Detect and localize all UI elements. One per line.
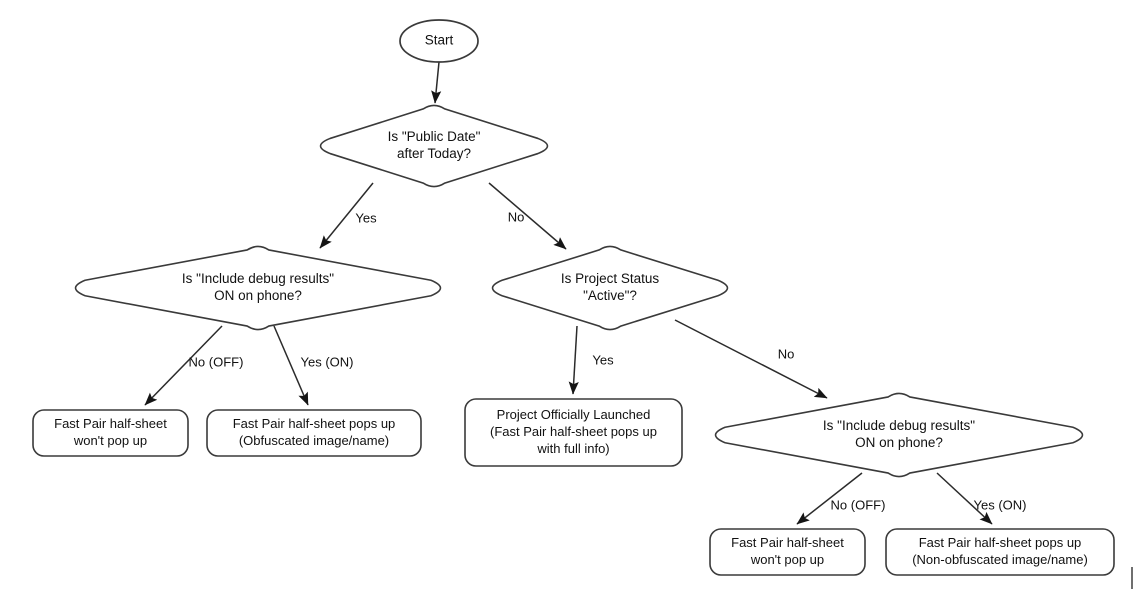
edge-e-start-d1 [431,61,442,104]
decision-diamond-shape [491,245,729,331]
node-text-line: (Fast Pair half-sheet pops up [490,424,657,439]
edge-line [319,182,374,249]
node-text-line: after Today? [397,146,471,161]
node-r2[interactable]: Fast Pair half-sheet pops up (Obfuscated … [206,409,422,457]
edge-label: Yes (ON) [974,497,1027,512]
node-text-line: Fast Pair half-sheet pops up [919,535,1082,550]
edge-label: Yes (ON) [301,354,354,369]
process-box-shape [32,409,189,457]
node-text-line: Project Officially Launched [497,407,651,422]
edge-line [273,325,309,406]
nodes-layer: Start Is "Public Date" after Today? Is "Inc… [32,19,1115,576]
decision-diamond-shape [319,104,549,188]
node-text-line: Is "Include debug results" [182,271,334,286]
node-d3[interactable]: Is Project Status "Active"? [491,245,729,331]
node-text-line: ON on phone? [855,435,943,450]
node-text-line: won't pop up [73,433,147,448]
node-text-line: Fast Pair half-sheet pops up [233,416,396,431]
edge-line [568,325,579,395]
edge-line [144,325,223,406]
node-text-line: with full info) [536,441,609,456]
node-text-line: Start [425,33,454,48]
edge-e-d2-r1: No (OFF) [144,325,244,406]
edge-e-d4-r4: No (OFF) [796,472,886,525]
edge-line [936,472,993,525]
edge-label: No (OFF) [189,354,244,369]
node-text-line: Fast Pair half-sheet [54,416,167,431]
node-text-line: (Obfuscated image/name) [239,433,389,448]
node-d2[interactable]: Is "Include debug results" ON on phone? [74,245,442,331]
process-box-shape [885,528,1115,576]
edge-line [488,182,567,250]
edge-e-d2-r2: Yes (ON) [273,325,354,406]
process-box-shape [464,398,683,467]
edge-label: No [508,209,525,224]
node-r4[interactable]: Fast Pair half-sheet won't pop up [709,528,866,576]
node-text-line: "Active"? [583,288,637,303]
edge-e-d3-r3: Yes [568,325,614,395]
page-edge-marker [1131,567,1133,589]
process-box-shape [709,528,866,576]
node-text-line: won't pop up [750,552,824,567]
edge-line [674,319,828,399]
node-text-line: (Non-obfuscated image/name) [912,552,1088,567]
terminal-ellipse-shape [399,19,479,63]
edge-label: Yes [592,352,614,367]
edge-e-d3-d4: No [674,319,828,399]
node-r1[interactable]: Fast Pair half-sheet won't pop up [32,409,189,457]
edge-label: No (OFF) [831,497,886,512]
node-r3[interactable]: Project Officially Launched (Fast Pair ha… [464,398,683,467]
edge-e-d1-d2: Yes [319,182,377,249]
edge-label: No [778,346,795,361]
edge-e-d1-d3: No [488,182,567,250]
edge-e-d4-r5: Yes (ON) [936,472,1027,525]
decision-diamond-shape [74,245,442,331]
edge-line [431,61,442,104]
decision-diamond-shape [714,392,1084,478]
edge-label: Yes [355,210,377,225]
node-start[interactable]: Start [399,19,479,63]
node-text-line: Is "Include debug results" [823,418,975,433]
node-text-line: Is Project Status [561,271,660,286]
node-text-line: Fast Pair half-sheet [731,535,844,550]
node-text-line: Is "Public Date" [388,129,481,144]
node-text-line: ON on phone? [214,288,302,303]
node-r5[interactable]: Fast Pair half-sheet pops up (Non-obfusca… [885,528,1115,576]
edge-line [796,472,863,525]
process-box-shape [206,409,422,457]
node-d4[interactable]: Is "Include debug results" ON on phone? [714,392,1084,478]
node-d1[interactable]: Is "Public Date" after Today? [319,104,549,188]
